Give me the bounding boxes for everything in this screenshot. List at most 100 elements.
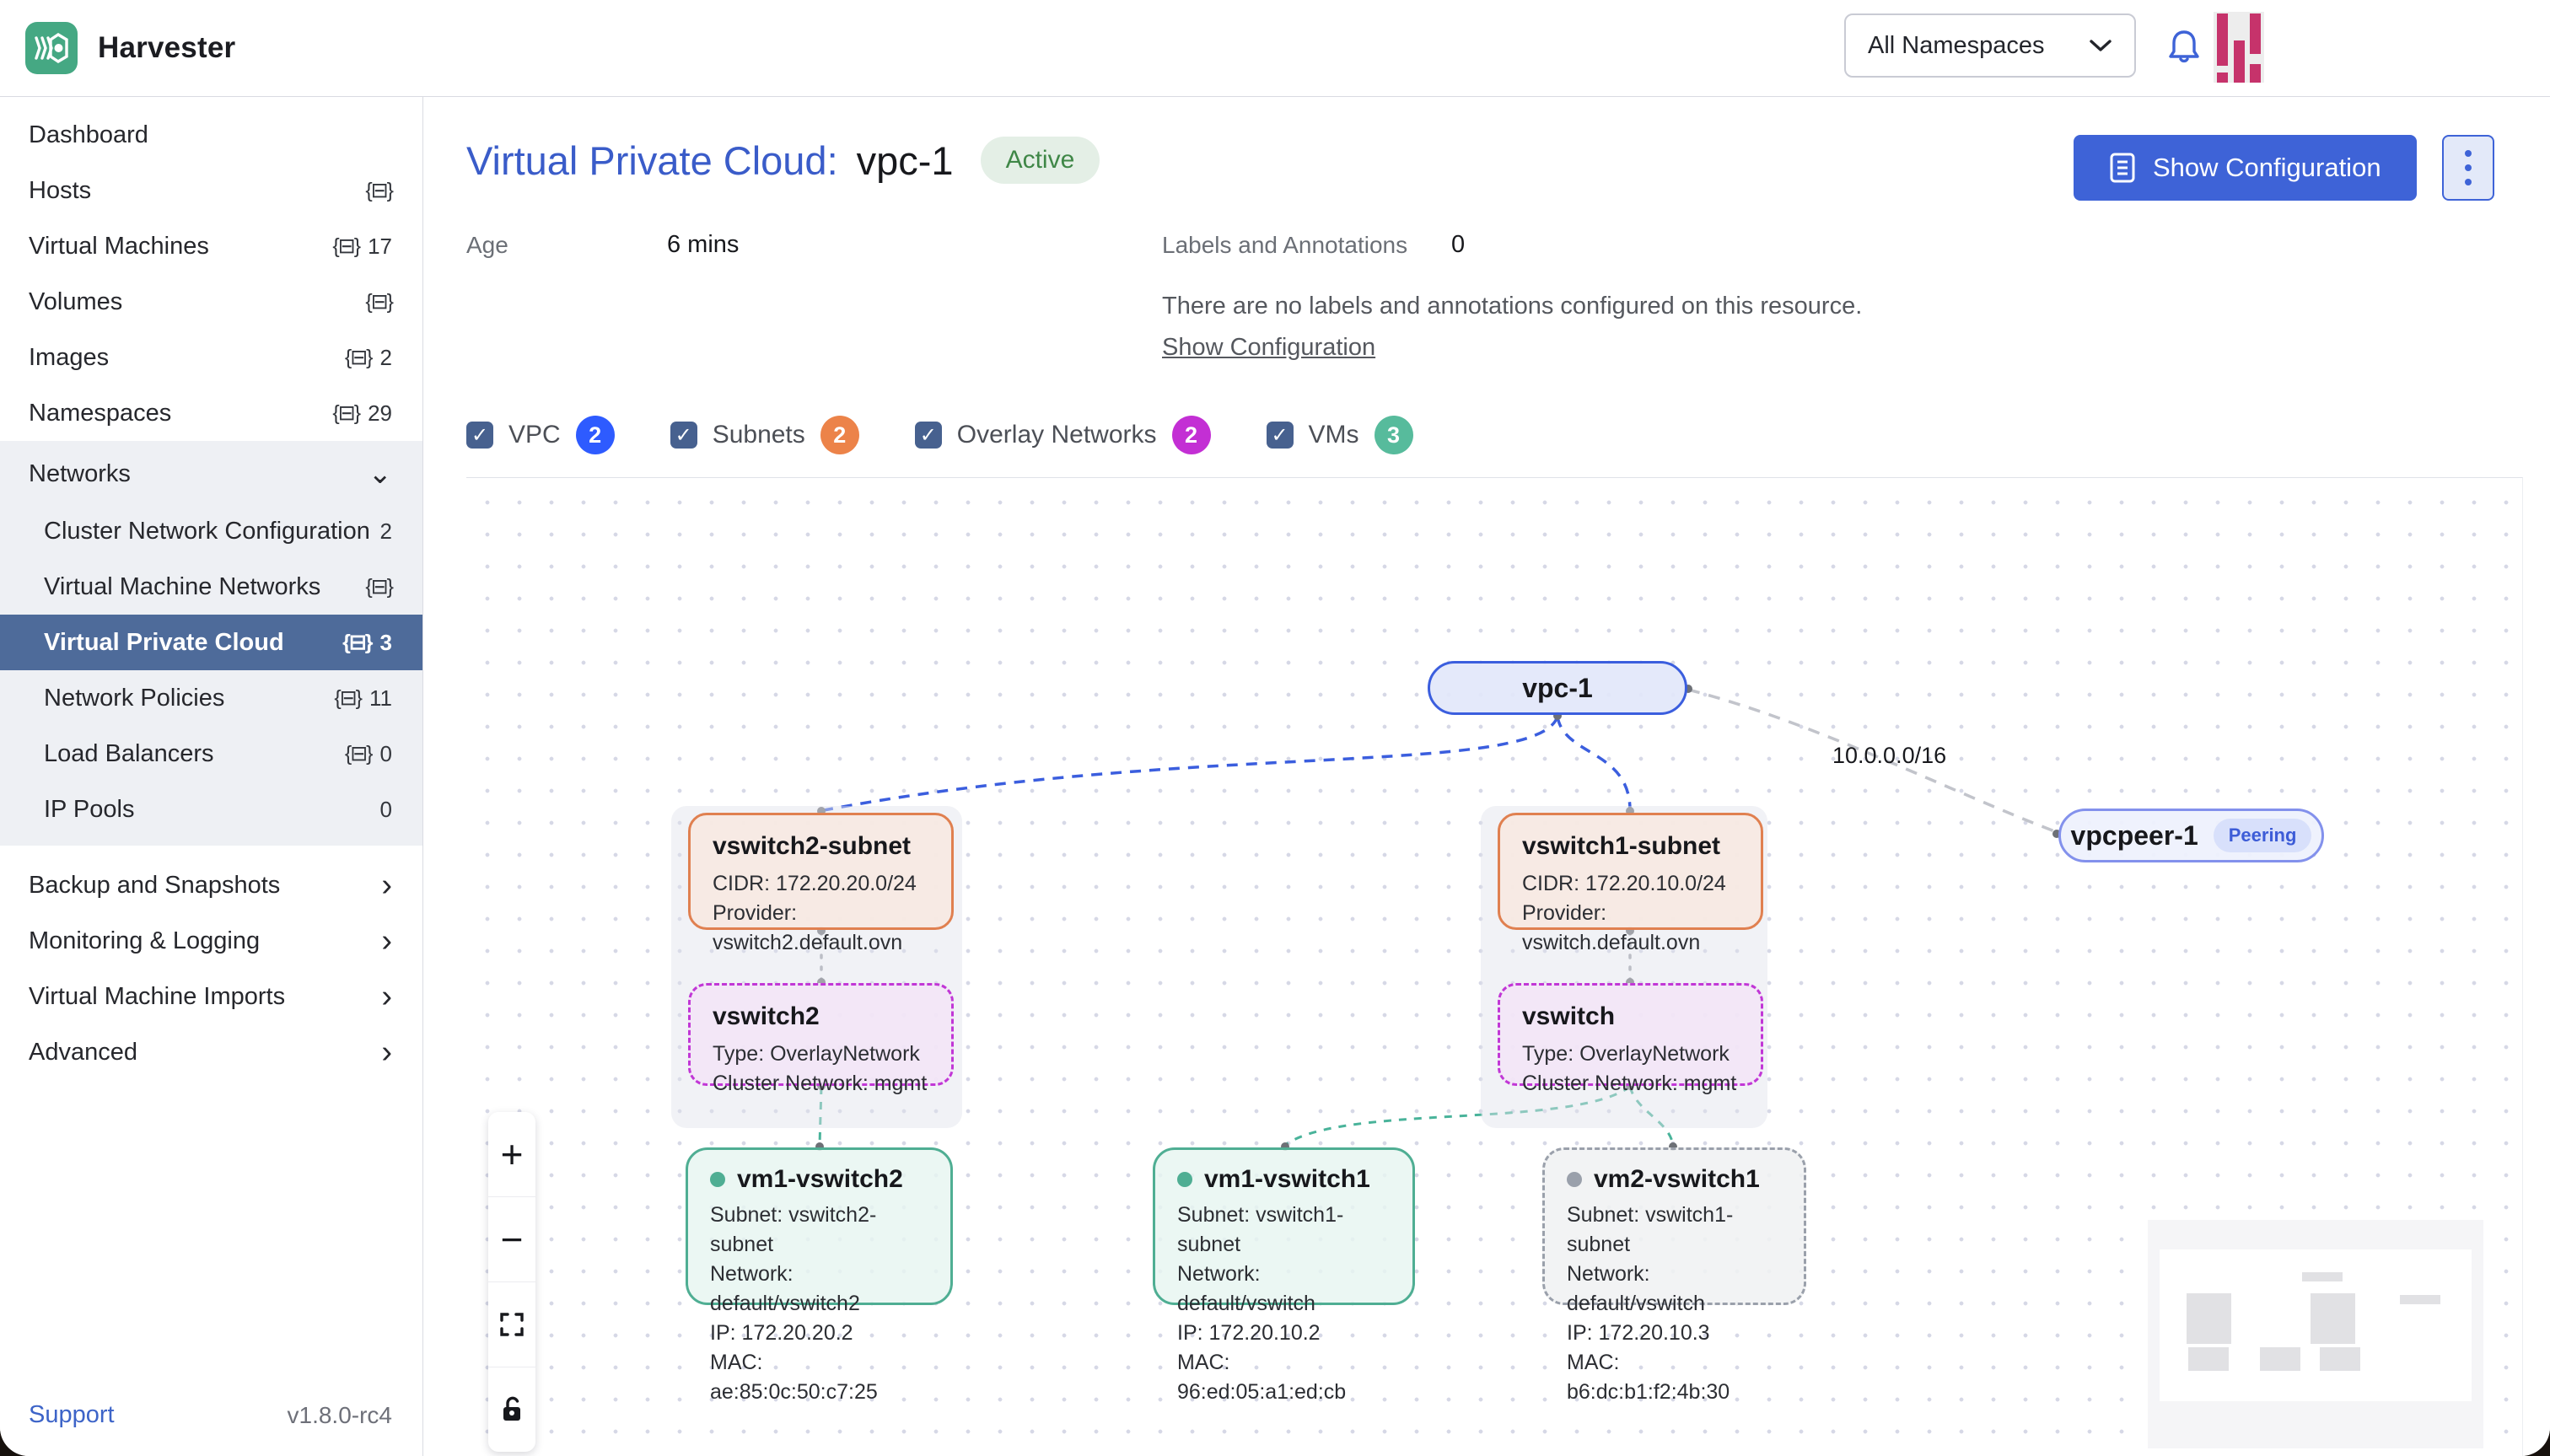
vpc-checkbox[interactable]: ✓ <box>466 422 493 449</box>
sidebar-item-virtual-machines[interactable]: Virtual Machines {⊟}17 <box>0 218 422 274</box>
sidebar-item-label: IP Pools <box>44 795 135 823</box>
labels-annotations-count: 0 <box>1451 231 1466 258</box>
sidebar-item-volumes[interactable]: Volumes {⊟} <box>0 274 422 330</box>
peering-cidr-edge-label: 10.0.0.0/16 <box>1832 743 1947 768</box>
sidebar-nav: Dashboard Hosts {⊟} Virtual Machines {⊟}… <box>0 97 423 1456</box>
age-label: Age <box>466 232 508 258</box>
node-vswitch-overlay[interactable]: vswitch Type: OverlayNetwork Cluster Net… <box>1498 983 1763 1095</box>
vm-running-status-icon <box>710 1172 725 1187</box>
sidebar-item-virtual-private-cloud[interactable]: Virtual Private Cloud {⊟}3 <box>0 615 422 670</box>
sidebar-item-ip-pools[interactable]: IP Pools 0 <box>0 782 422 837</box>
topology-minimap[interactable] <box>2148 1220 2483 1448</box>
page-title-resource: vpc-1 <box>856 137 954 183</box>
sidebar-item-images[interactable]: Images {⊟}2 <box>0 330 422 385</box>
show-configuration-label: Show Configuration <box>2153 153 2381 182</box>
notifications-bell-icon[interactable] <box>2157 20 2211 74</box>
lock-button[interactable] <box>488 1367 535 1452</box>
layer-filters: ✓ VPC 2 ✓ Subnets 2 ✓ Overlay Networks 2… <box>466 416 1447 454</box>
more-actions-button[interactable] <box>2441 135 2494 201</box>
brand[interactable]: Harvester <box>25 22 235 74</box>
labels-annotations-label: Labels and Annotations <box>1162 232 1408 258</box>
vms-checkbox[interactable]: ✓ <box>1266 422 1294 449</box>
sidebar-item-label: Virtual Machine Imports <box>29 982 286 1010</box>
sidebar-item-virtual-machine-imports[interactable]: Virtual Machine Imports › <box>0 969 422 1024</box>
filter-overlay-networks: ✓ Overlay Networks 2 <box>914 416 1211 454</box>
sidebar-item-virtual-machine-networks[interactable]: Virtual Machine Networks {⊟} <box>0 559 422 615</box>
sidebar-item-namespaces[interactable]: Namespaces {⊟}29 <box>0 385 422 441</box>
sidebar-item-monitoring-logging[interactable]: Monitoring & Logging › <box>0 913 422 969</box>
support-link[interactable]: Support <box>29 1401 115 1428</box>
namespaced-icon: {⊟} <box>344 346 374 369</box>
sidebar-item-label: Virtual Machine Networks <box>44 572 321 600</box>
overlay-count-badge: 2 <box>1171 416 1211 454</box>
page-title: Virtual Private Cloud: vpc-1 Active <box>466 137 1100 184</box>
namespaced-icon: {⊟} <box>365 290 394 314</box>
zoom-out-button[interactable]: − <box>488 1197 535 1282</box>
sidebar-item-backup-and-snapshots[interactable]: Backup and Snapshots › <box>0 857 422 913</box>
unlock-icon <box>503 1396 520 1421</box>
sidebar-item-label: Volumes <box>29 287 123 315</box>
labels-show-configuration-link[interactable]: Show Configuration <box>1162 334 1376 361</box>
sidebar-item-advanced[interactable]: Advanced › <box>0 1024 422 1080</box>
sidebar-item-cluster-network-configuration[interactable]: Cluster Network Configuration 2 <box>0 503 422 559</box>
count: 2 <box>379 344 392 370</box>
minimap-node <box>2311 1293 2355 1344</box>
filter-subnets: ✓ Subnets 2 <box>670 416 859 454</box>
show-configuration-button[interactable]: Show Configuration <box>2074 135 2417 201</box>
namespaced-icon: {⊟} <box>365 575 394 599</box>
sidebar-item-label: Virtual Private Cloud <box>44 628 284 656</box>
node-vswitch2-overlay[interactable]: vswitch2 Type: OverlayNetwork Cluster Ne… <box>688 983 954 1095</box>
sidebar-item-label: Networks <box>29 459 131 487</box>
count: 0 <box>379 796 392 822</box>
sidebar-item-label: Hosts <box>29 176 92 204</box>
status-badge: Active <box>980 137 1100 184</box>
kebab-icon <box>2464 150 2472 157</box>
node-vpc-1[interactable]: vpc-1 <box>1428 661 1687 715</box>
minimap-node <box>2320 1347 2360 1371</box>
sidebar-item-label: Monitoring & Logging <box>29 927 261 954</box>
brand-name: Harvester <box>98 31 236 64</box>
minimap-node <box>2400 1295 2440 1304</box>
subnets-checkbox[interactable]: ✓ <box>670 422 697 449</box>
minimap-node <box>2188 1347 2229 1371</box>
node-vm1-vswitch1[interactable]: vm1-vswitch1 Subnet: vswitch1-subnet Net… <box>1153 1147 1415 1404</box>
node-vm1-vswitch2[interactable]: vm1-vswitch2 Subnet: vswitch2-subnet Net… <box>686 1147 953 1404</box>
sidebar-item-label: Load Balancers <box>44 739 214 767</box>
chevron-down-icon <box>2090 40 2112 51</box>
labels-empty-message: There are no labels and annotations conf… <box>1162 293 1863 320</box>
namespaced-icon: {⊟} <box>332 234 361 258</box>
vpc-count-badge: 2 <box>575 416 615 454</box>
sidebar-item-networks[interactable]: Networks ⌄ <box>0 444 422 503</box>
minimap-node <box>2187 1293 2231 1344</box>
sidebar-item-label: Network Policies <box>44 684 225 712</box>
zoom-in-button[interactable]: + <box>488 1112 535 1197</box>
namespace-select[interactable]: All Namespaces <box>1844 13 2136 78</box>
sidebar-item-label: Backup and Snapshots <box>29 871 281 899</box>
node-vswitch1-subnet[interactable]: vswitch1-subnet CIDR: 172.20.10.0/24 Pro… <box>1498 813 1763 954</box>
count: 11 <box>369 685 392 711</box>
sidebar-item-network-policies[interactable]: Network Policies {⊟}11 <box>0 670 422 726</box>
node-vswitch2-subnet[interactable]: vswitch2-subnet CIDR: 172.20.20.0/24 Pro… <box>688 813 954 954</box>
sidebar-item-hosts[interactable]: Hosts {⊟} <box>0 163 422 218</box>
node-vpcpeer-1[interactable]: vpcpeer-1 Peering <box>2058 809 2324 862</box>
sidebar-item-label: Images <box>29 343 110 371</box>
sidebar-item-label: Cluster Network Configuration <box>44 517 370 545</box>
chevron-right-icon: › <box>381 868 392 903</box>
vm-stopped-status-icon <box>1567 1172 1582 1187</box>
namespaced-icon: {⊟} <box>344 742 374 766</box>
fit-view-button[interactable] <box>488 1282 535 1367</box>
harvester-logo-icon <box>25 22 78 74</box>
vm-running-status-icon <box>1177 1172 1192 1187</box>
age-value: 6 mins <box>667 231 740 258</box>
user-avatar[interactable] <box>2214 12 2264 83</box>
sidebar-item-load-balancers[interactable]: Load Balancers {⊟}0 <box>0 726 422 782</box>
sidebar-item-dashboard[interactable]: Dashboard <box>0 107 422 163</box>
topology-canvas[interactable]: 10.0.0.0/16 vpc-1 vpcpeer-1 Peering vswi… <box>466 477 2523 1456</box>
count: 2 <box>379 518 392 544</box>
header-actions: Show Configuration <box>2074 135 2494 201</box>
sidebar-footer: Support v1.8.0-rc4 <box>29 1401 392 1429</box>
overlay-networks-checkbox[interactable]: ✓ <box>914 422 942 449</box>
node-vm2-vswitch1[interactable]: vm2-vswitch1 Subnet: vswitch1-subnet Net… <box>1542 1147 1806 1404</box>
page-title-type: Virtual Private Cloud: <box>466 137 838 183</box>
document-icon <box>2110 153 2135 183</box>
